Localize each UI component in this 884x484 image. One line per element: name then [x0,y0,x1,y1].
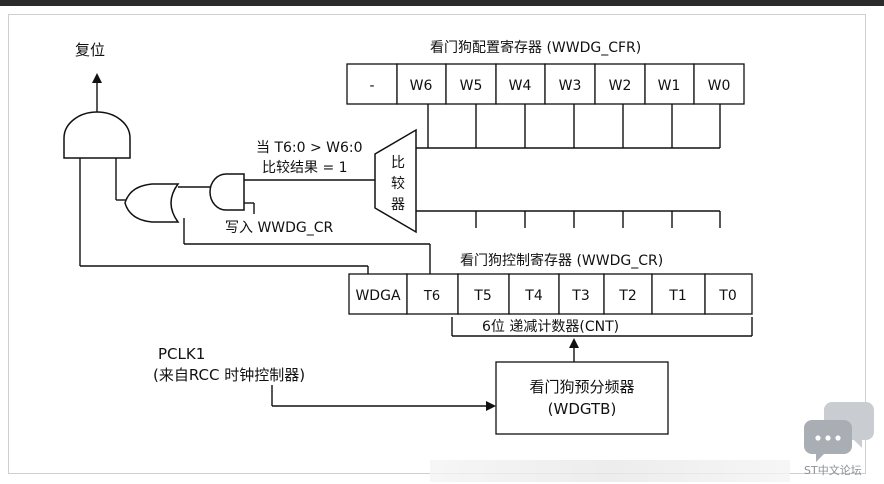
top-bar [0,0,884,6]
cfr-bit-cell [693,63,745,105]
cfr-bit-cell [544,63,596,105]
cr-bit-cell [348,273,408,315]
cr-bit-label: T1 [668,288,686,304]
pclk-source-label: (来自RCC 时钟控制器) [153,366,305,384]
cr-register: WDGA T6 T5 T4 T3 T2 T1 T0 [348,273,753,315]
comparator-char3: 器 [391,197,405,213]
counter-bracket [451,317,753,337]
and-gate-compare [209,173,245,211]
cfr-bit-cell [594,63,646,105]
cfr-bit-label: W6 [410,78,433,94]
cr-register-title: 看门狗控制寄存器 (WWDG_CR) [460,252,663,269]
comparator-char1: 比 [391,155,405,171]
prescaler-box [495,361,669,435]
cr-bit-label: T6 [423,289,440,304]
cr-bit-label: T2 [618,288,636,304]
watermark-logo [804,402,874,462]
cfr-bit-label: W2 [609,78,632,94]
watermark-text: ST中文论坛 [804,463,862,477]
prescaler-line2: (WDGTB) [548,400,617,418]
cr-bit-label: T5 [473,288,491,304]
cr-bit-label: T3 [571,288,589,304]
cr-bit-label: T4 [524,288,543,304]
cfr-bit-label: W1 [658,78,681,94]
cr-bit-cell [704,273,753,315]
cr-bit-label: WDGA [355,288,400,304]
cfr-bit-label: - [369,78,374,94]
cfr-bit-cell [396,63,447,105]
counter-label: 6位 递减计数器(CNT) [482,319,619,335]
cr-bit-cell [406,273,459,315]
pclk-label: PCLK1 [158,345,205,363]
condition-line1: 当 T6:0 > W6:0 [256,140,363,156]
cr-bit-label: T0 [718,288,736,304]
cfr-register-title: 看门狗配置寄存器 (WWDG_CFR) [430,39,641,56]
cr-bit-cell [558,273,605,315]
cr-bit-cell [603,273,653,315]
reset-label: 复位 [75,41,105,59]
and-gate-reset [63,111,131,159]
cfr-bit-cell [445,63,497,105]
cfr-bit-label: W0 [708,78,731,94]
cfr-bit-label: W3 [559,78,582,94]
cfr-bit-label: W4 [509,78,532,94]
comparator [374,128,417,234]
cfr-bit-cell [495,63,546,105]
write-cr-label: 写入 WWDG_CR [225,220,334,236]
condition-line2: 比较结果 = 1 [262,160,348,176]
blurred-strip [430,460,790,482]
or-gate [124,183,180,223]
cfr-register: - W6 W5 W4 W3 W2 W1 W0 [346,63,745,105]
cfr-bit-cell [346,63,398,105]
prescaler-line1: 看门狗预分频器 [529,378,634,396]
comparator-char2: 较 [391,176,405,192]
cfr-bus [416,104,721,149]
cr-bus [416,210,721,228]
cr-bit-cell [651,273,706,315]
cfr-bit-label: W5 [460,78,483,94]
